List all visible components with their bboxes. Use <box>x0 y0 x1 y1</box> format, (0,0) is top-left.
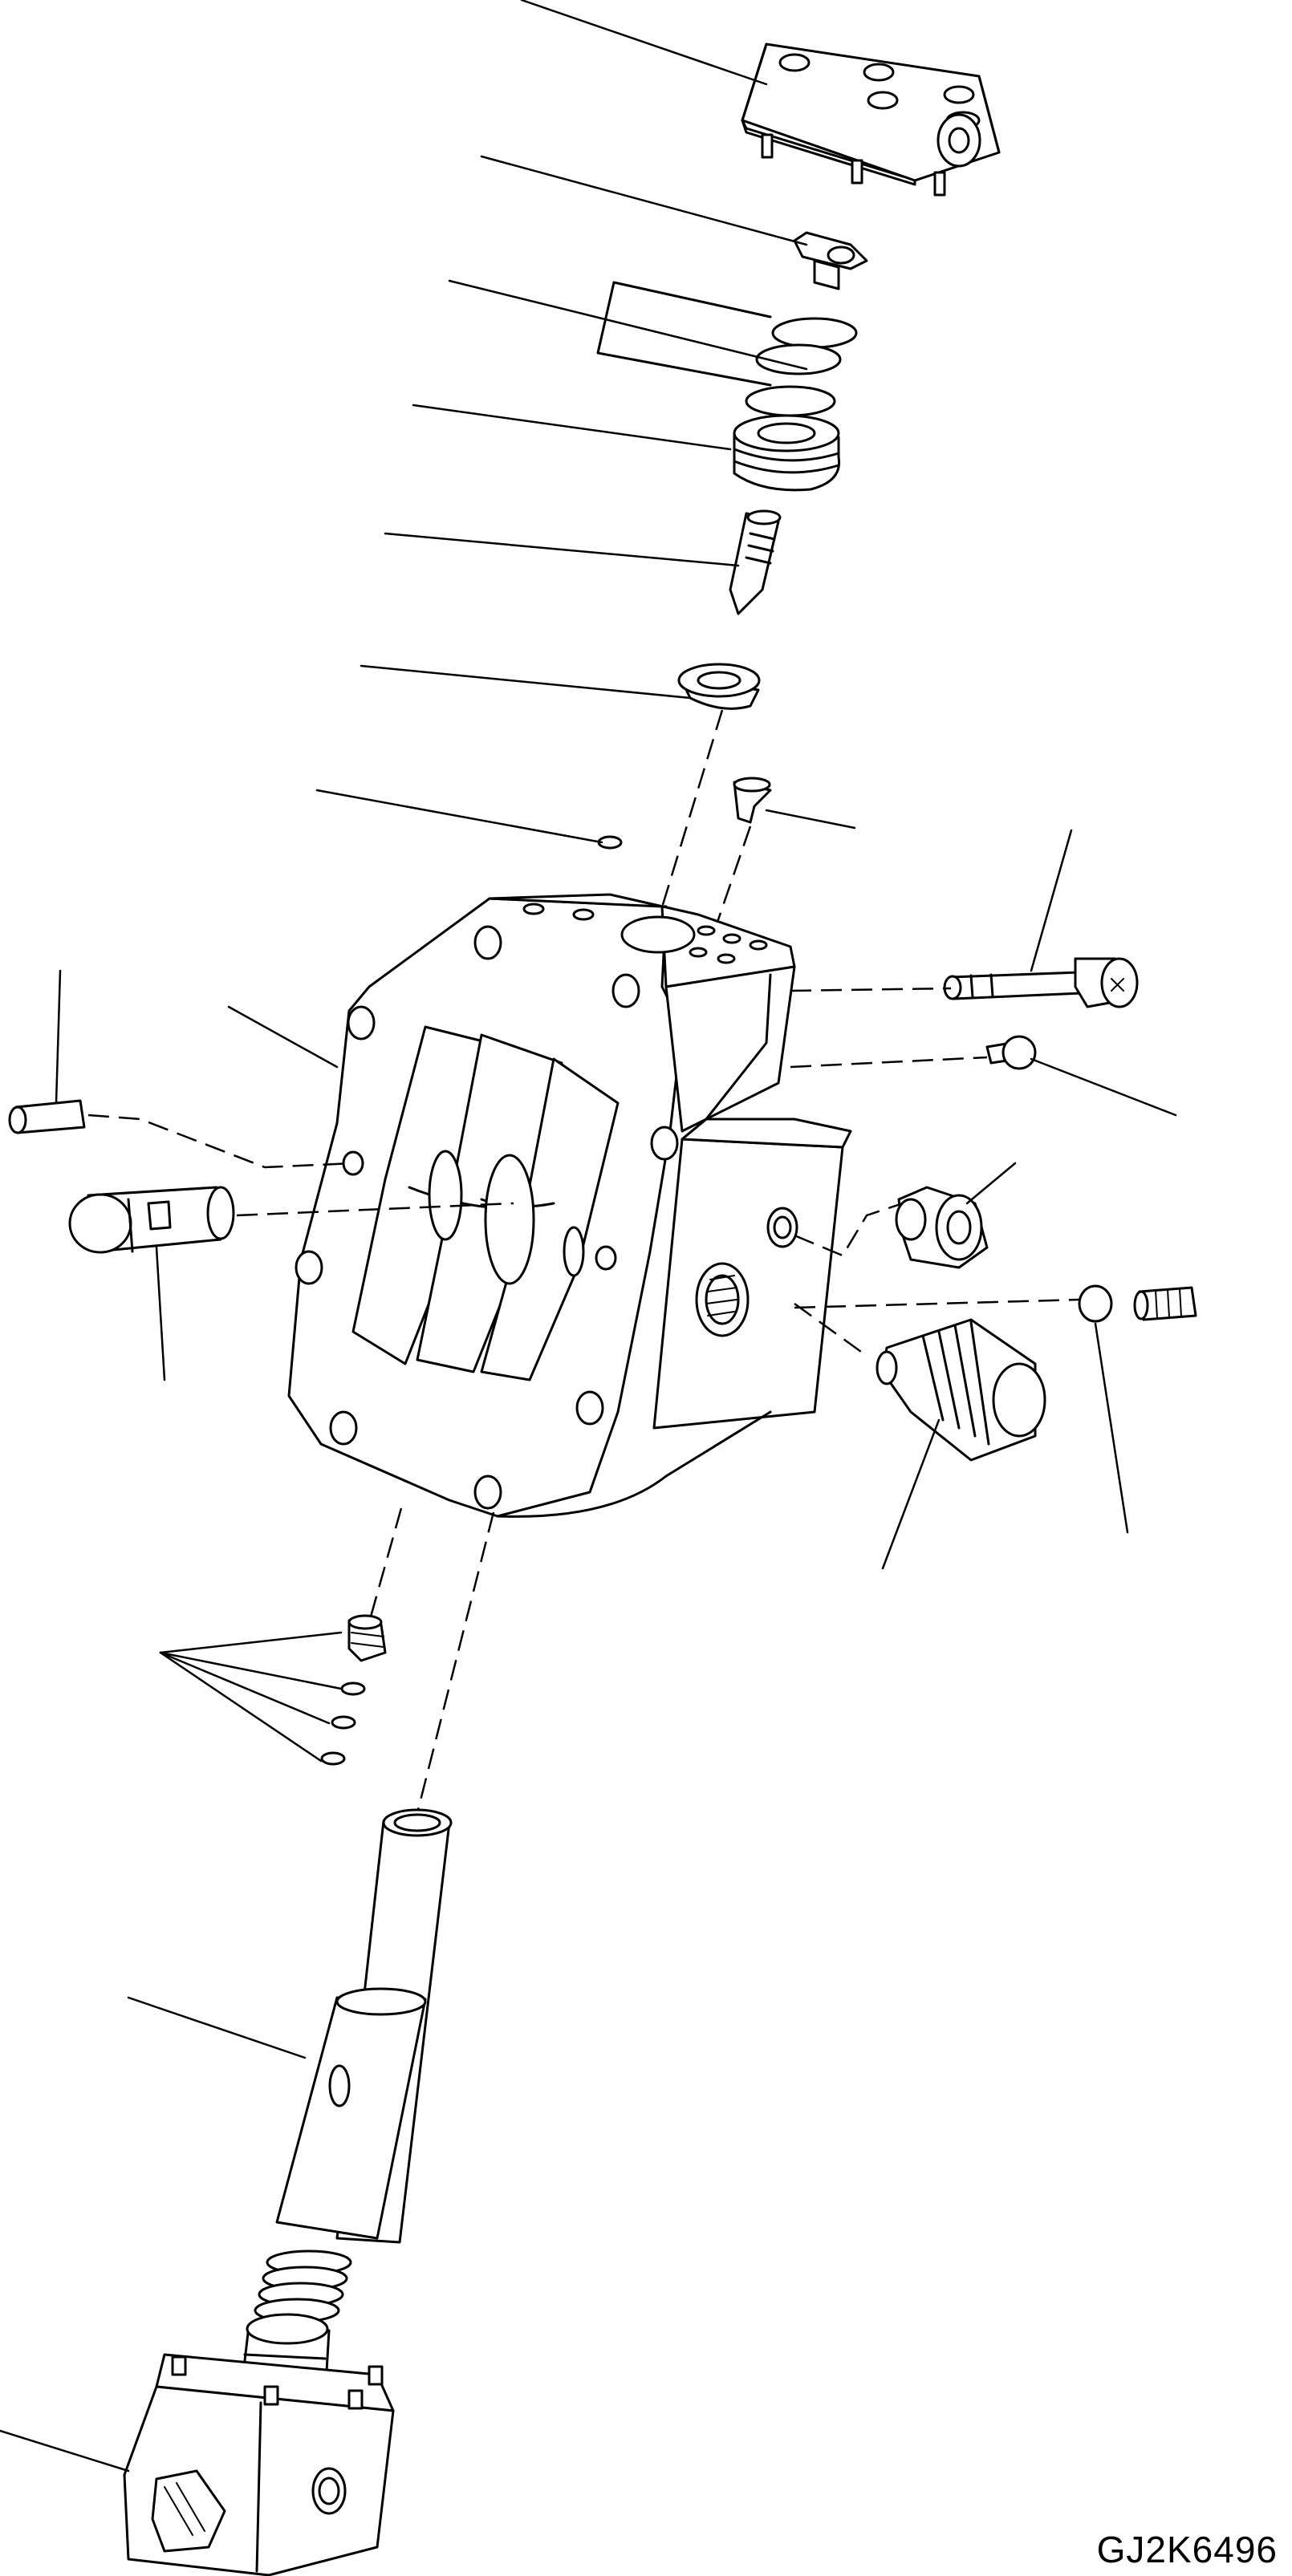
o-ring-set <box>448 279 858 417</box>
sleeve-ring <box>412 404 841 492</box>
washer <box>360 663 761 710</box>
steel-ball <box>794 1284 1129 1534</box>
spring-and-bottom-block <box>0 2249 395 2576</box>
small-plug <box>480 155 868 290</box>
relief-valve-cartridge <box>794 1302 1046 1570</box>
dowel-pin <box>8 969 354 1169</box>
shaft-sleeve <box>127 1808 453 2244</box>
set-screw <box>1133 1286 1197 1321</box>
lower-plug-and-orings <box>159 1614 387 1766</box>
left-plug <box>68 1186 514 1381</box>
top-cover-block <box>520 0 1001 197</box>
socket-head-bolt <box>790 829 1139 1008</box>
small-ball <box>315 789 623 850</box>
countersunk-screw <box>733 777 856 830</box>
spool-pin <box>384 509 782 615</box>
threaded-fitting <box>794 1162 1017 1269</box>
main-housing <box>227 893 852 1518</box>
drawing-code: GJ2K6496 <box>1096 2529 1278 2570</box>
small-cap-screw <box>790 1035 1177 1117</box>
